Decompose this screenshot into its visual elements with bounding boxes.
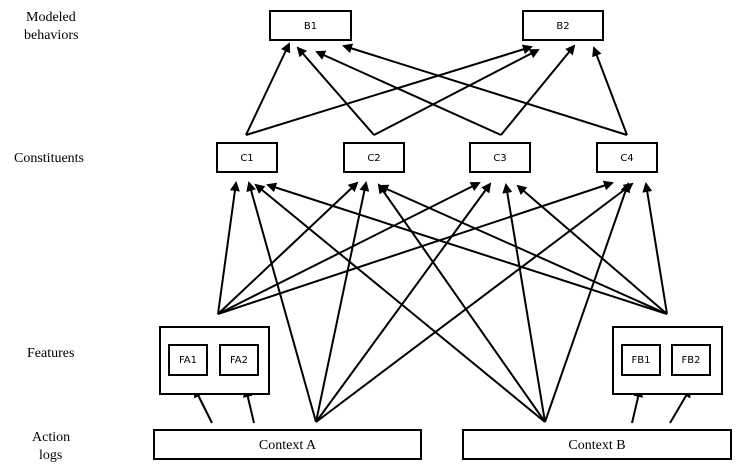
- context-label-a: Context A: [259, 438, 317, 453]
- row-label-logs-line2: logs: [39, 448, 62, 463]
- edge-fa-c2: [217, 181, 359, 315]
- context-node-b: Context B: [462, 429, 732, 460]
- behavior-label-b2: B2: [556, 21, 569, 32]
- feature-label-fb2: FB2: [682, 355, 701, 366]
- edge-ctxb-c3: [502, 183, 546, 423]
- edge-c3-b2: [500, 44, 576, 136]
- edge-c3-b1: [315, 50, 502, 136]
- constituent-node-c2: C2: [343, 142, 405, 173]
- feature-group-a: FA1 FA2: [159, 326, 270, 395]
- constituent-label-c2: C2: [367, 153, 380, 164]
- edge-fb-c2: [378, 184, 668, 315]
- edge-fa-c1: [217, 181, 240, 315]
- edge-fb-c4: [642, 182, 668, 315]
- edge-ctxa-c1: [246, 181, 317, 423]
- edges-constituents-to-behaviors: [245, 42, 628, 136]
- edge-fa-c4: [217, 180, 614, 315]
- feature-node-fa2: FA2: [219, 344, 259, 376]
- constituent-node-c4: C4: [596, 142, 658, 173]
- constituent-node-c3: C3: [469, 142, 531, 173]
- row-label-constituents: Constituents: [14, 151, 84, 166]
- feature-label-fa2: FA2: [230, 355, 248, 366]
- constituent-label-c3: C3: [493, 153, 506, 164]
- row-label-behaviors-line2: behaviors: [24, 28, 78, 43]
- context-node-a: Context A: [153, 429, 422, 460]
- edge-ctxa-c4: [315, 182, 634, 423]
- edge-fa-c3: [217, 182, 481, 315]
- edge-c1-b1: [245, 42, 291, 136]
- edge-ctxa-c3: [315, 182, 492, 423]
- row-label-behaviors-line1: Modeled: [26, 10, 76, 25]
- edge-c2-b2: [373, 49, 540, 136]
- constituent-node-c1: C1: [216, 142, 278, 173]
- constituent-label-c1: C1: [240, 153, 253, 164]
- edges-contexts-to-constituents: [246, 181, 634, 423]
- context-label-b: Context B: [568, 438, 625, 453]
- feature-node-fb2: FB2: [671, 344, 711, 376]
- behavior-label-b1: B1: [304, 21, 317, 32]
- edge-fb-c1: [266, 182, 668, 315]
- edge-c1-b2: [245, 44, 533, 136]
- behavior-node-b2: B2: [522, 10, 604, 41]
- edge-c4-b1: [342, 43, 628, 136]
- feature-node-fb1: FB1: [621, 344, 661, 376]
- feature-label-fa1: FA1: [179, 355, 197, 366]
- row-label-features: Features: [27, 346, 74, 361]
- edge-ctxa-c2: [315, 181, 370, 423]
- behavior-node-b1: B1: [269, 10, 352, 41]
- feature-label-fb1: FB1: [632, 355, 651, 366]
- edge-fb-c3: [516, 184, 668, 315]
- edge-c2-b1: [296, 46, 375, 136]
- feature-node-fa1: FA1: [168, 344, 208, 376]
- constituent-label-c4: C4: [620, 153, 633, 164]
- edges-features-to-constituents: [217, 180, 668, 315]
- feature-group-b: FB1 FB2: [612, 326, 723, 395]
- edge-c4-b2: [592, 46, 628, 136]
- row-label-logs-line1: Action: [32, 430, 70, 445]
- edge-ctxb-c4: [544, 182, 631, 423]
- edge-ctxb-c2: [377, 183, 546, 423]
- edge-ctxb-c1: [254, 183, 546, 423]
